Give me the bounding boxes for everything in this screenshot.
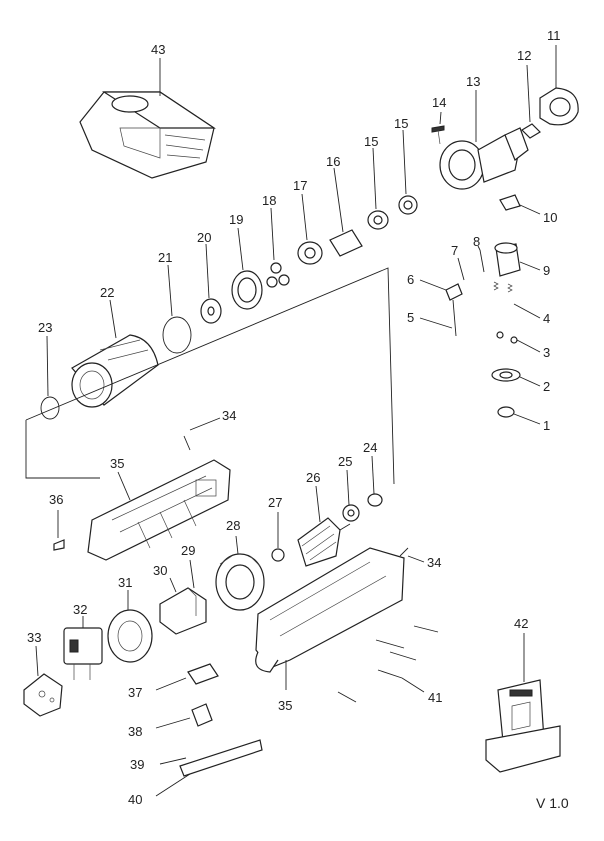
label-38: 38: [128, 724, 142, 739]
part-25-bearing: [342, 469, 360, 522]
part-35-upper-housing: [87, 459, 231, 561]
label-8: 8: [473, 234, 480, 249]
part-17-gear-carrier: [297, 193, 323, 265]
part-6-pawl: [419, 279, 463, 301]
part-21-o-ring: [162, 264, 192, 354]
part-9-ratchet-body: [494, 242, 541, 277]
part-39-pin: [159, 757, 187, 765]
label-39: 39: [130, 757, 144, 772]
label-6: 6: [407, 272, 414, 287]
part-42-battery: [485, 633, 561, 773]
part-41-screws: [337, 625, 439, 703]
part-27-bearing: [271, 512, 285, 562]
part-20-washer: [200, 243, 222, 324]
label-5: 5: [407, 310, 414, 325]
part-11-ratchet-ring: [539, 45, 579, 126]
part-23-o-ring: [40, 335, 60, 420]
label-31: 31: [118, 575, 132, 590]
label-10: 10: [543, 210, 557, 225]
part-28-field-magnet: [215, 535, 265, 611]
part-3-balls: [496, 331, 541, 353]
part-19-ring-gear: [231, 227, 263, 310]
part-35-lower-housing: [255, 547, 405, 690]
label-35b: 35: [278, 698, 292, 713]
part-15-bearing-b: [367, 147, 389, 230]
label-15b: 15: [364, 134, 378, 149]
label-2: 2: [543, 379, 550, 394]
part-2-washer: [491, 368, 541, 387]
label-14: 14: [432, 95, 446, 110]
part-14-screw: [431, 111, 445, 145]
part-31-brush-holder: [107, 590, 153, 663]
label-22: 22: [100, 285, 114, 300]
label-34b: 34: [427, 555, 441, 570]
part-8-pin: [477, 245, 485, 273]
callout-labels: 1 2 3 4 5 6 7 8 9 10 11 12 13 14 15 15 1…: [27, 28, 561, 807]
version-label: V 1.0: [536, 795, 569, 811]
part-4-springs: [493, 281, 541, 319]
part-29-brush-plate: [159, 559, 207, 635]
label-15a: 15: [394, 116, 408, 131]
part-40-strap: [155, 739, 263, 797]
label-12: 12: [517, 48, 531, 63]
label-28: 28: [226, 518, 240, 533]
part-30-screw: [169, 577, 177, 593]
label-27: 27: [268, 495, 282, 510]
label-11: 11: [547, 28, 561, 43]
label-30: 30: [153, 563, 167, 578]
part-36-clip: [53, 510, 65, 551]
label-26: 26: [306, 470, 320, 485]
part-33-end-cap: [23, 645, 63, 717]
label-18: 18: [262, 193, 276, 208]
part-22-gear-case: [71, 299, 159, 408]
label-4: 4: [543, 311, 550, 326]
label-33: 33: [27, 630, 41, 645]
label-43: 43: [151, 42, 165, 57]
part-38-clip: [155, 703, 213, 729]
part-16-shaft: [329, 167, 363, 257]
leader-box: [25, 267, 395, 485]
part-1-ring: [497, 406, 541, 425]
part-18-planet-gears: [266, 207, 290, 288]
label-24: 24: [363, 440, 377, 455]
label-32: 32: [73, 602, 87, 617]
label-35a: 35: [110, 456, 124, 471]
label-19: 19: [229, 212, 243, 227]
label-41: 41: [428, 690, 442, 705]
part-37-plate: [155, 663, 219, 691]
part-32-switch: [63, 616, 103, 680]
label-17: 17: [293, 178, 307, 193]
label-40: 40: [128, 792, 142, 807]
label-1: 1: [543, 418, 550, 433]
label-7: 7: [451, 243, 458, 258]
part-15-bearing-a: [398, 129, 418, 215]
label-3: 3: [543, 345, 550, 360]
label-42: 42: [514, 616, 528, 631]
label-36: 36: [49, 492, 63, 507]
part-24-bushing: [367, 455, 383, 507]
label-34a: 34: [222, 408, 236, 423]
part-13-gear-housing: [439, 90, 529, 190]
label-13: 13: [466, 74, 480, 89]
label-37: 37: [128, 685, 142, 700]
part-10-anvil: [499, 194, 541, 215]
label-9: 9: [543, 263, 550, 278]
label-21: 21: [158, 250, 172, 265]
part-7-pin: [457, 257, 465, 281]
label-20: 20: [197, 230, 211, 245]
part-34-screw-b: [399, 547, 425, 563]
part-43-charger: [79, 58, 216, 179]
part-5-rod: [419, 299, 457, 337]
label-29: 29: [181, 543, 195, 558]
label-23: 23: [38, 320, 52, 335]
part-26-armature: [297, 485, 351, 567]
part-12-nut: [521, 64, 541, 139]
part-34-screw-a: [183, 417, 221, 451]
label-25: 25: [338, 454, 352, 469]
label-16: 16: [326, 154, 340, 169]
